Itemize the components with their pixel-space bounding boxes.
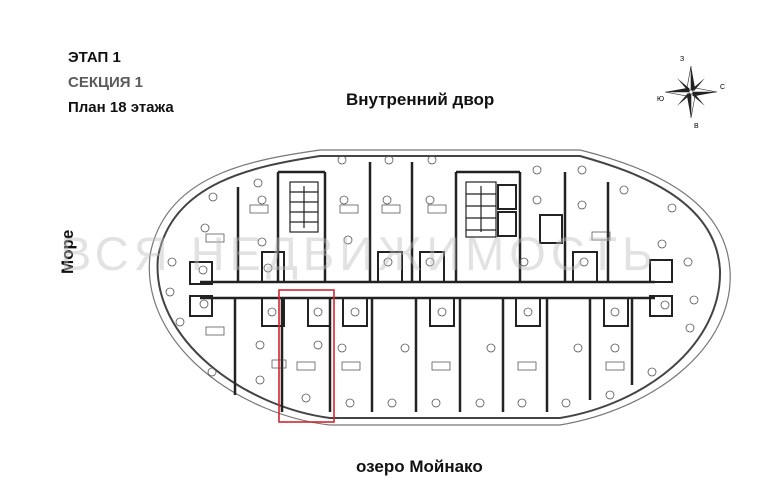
courtyard-label: Внутренний двор	[346, 90, 495, 109]
floor-plan-label: План 18 этажа	[68, 99, 174, 116]
building-inner-outline	[156, 155, 722, 419]
bathroom-blocks	[261, 251, 629, 327]
bottom-unit-walls	[233, 298, 634, 412]
building-outline	[148, 149, 731, 426]
end-cores	[189, 259, 673, 317]
elevator-shafts	[497, 184, 563, 244]
room-markers	[165, 155, 699, 408]
section-label: СЕКЦИЯ 1	[68, 74, 144, 91]
stage-label: ЭТАП 1	[68, 49, 121, 66]
compass-east: С	[720, 84, 725, 91]
corridor	[200, 280, 655, 300]
compass-west: Ю	[657, 96, 664, 103]
top-unit-walls	[236, 162, 610, 282]
highlighted-apartment[interactable]	[278, 289, 335, 423]
stair-core-right	[465, 181, 497, 238]
compass-rose-icon: З С В Ю	[657, 56, 725, 130]
compass-south: В	[694, 123, 699, 130]
stair-core-left	[289, 181, 319, 233]
lake-label: озеро Мойнако	[356, 457, 483, 476]
compass-north: З	[680, 56, 684, 63]
